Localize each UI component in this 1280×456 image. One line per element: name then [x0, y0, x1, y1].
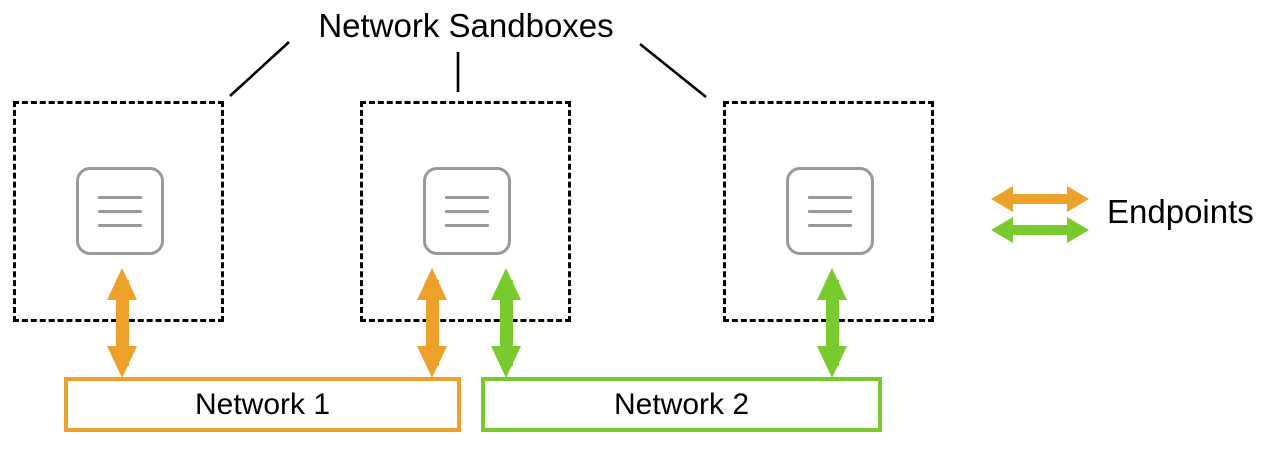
network-box-label: Network 2: [613, 387, 750, 421]
double-arrow-icon-green: [991, 217, 1089, 243]
container-icon[interactable]: [786, 167, 874, 255]
sandbox-3[interactable]: [723, 101, 934, 322]
container-icon-line: [98, 195, 142, 199]
container-icon-line: [445, 209, 489, 213]
container-icon[interactable]: [423, 167, 511, 255]
page-title-text: Network Sandboxes: [318, 7, 614, 44]
container-icon-line: [808, 195, 852, 199]
sandbox-2[interactable]: [360, 101, 571, 322]
legend-label: Endpoints: [1107, 193, 1254, 230]
legend-arrow-icons: [991, 186, 1089, 243]
container-icon-line: [808, 223, 852, 227]
container-icon-line: [98, 223, 142, 227]
double-arrow-icon-orange: [991, 186, 1089, 212]
container-icon-line: [808, 209, 852, 213]
network-box-2[interactable]: Network 2: [481, 377, 882, 432]
container-icon[interactable]: [76, 167, 164, 255]
leader-line-sandbox-1: [229, 41, 290, 97]
container-icon-line: [445, 223, 489, 227]
container-icon-line: [445, 195, 489, 199]
network-box-1[interactable]: Network 1: [64, 377, 461, 432]
legend: Endpoints: [985, 178, 1275, 250]
leader-line-sandbox-3: [639, 42, 707, 99]
sandbox-1[interactable]: [13, 101, 224, 322]
container-icon-line: [98, 209, 142, 213]
page-title: Network Sandboxes: [0, 6, 1280, 46]
network-box-label: Network 1: [194, 387, 331, 421]
